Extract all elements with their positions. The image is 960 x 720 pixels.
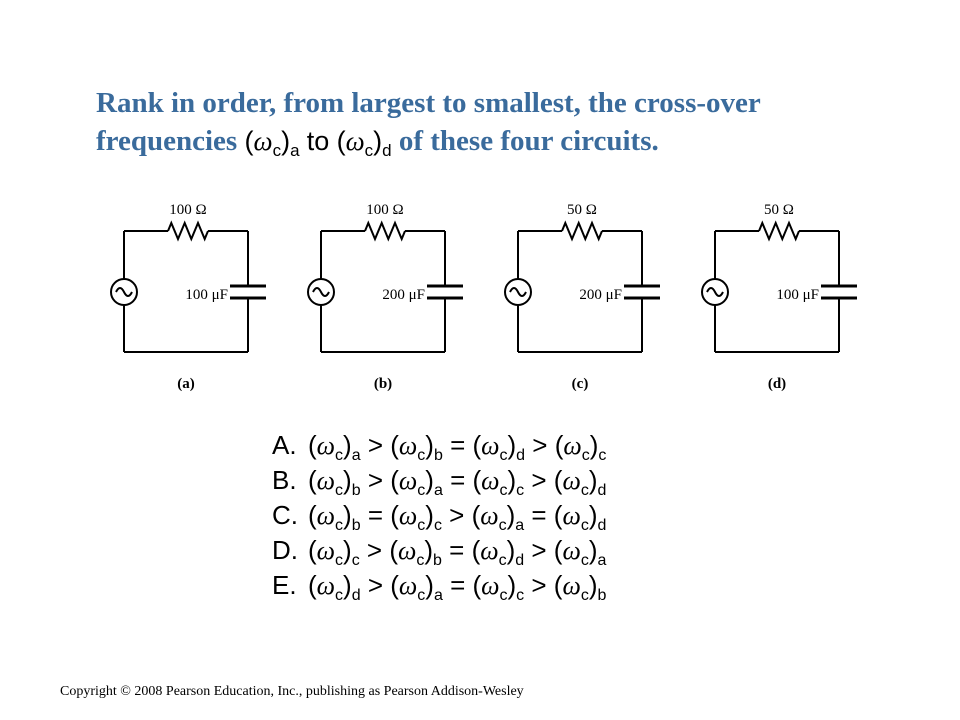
resistance-label: 100 Ω bbox=[366, 202, 403, 218]
circuit-c: 50 Ω 200 μF (c) bbox=[504, 202, 660, 392]
choice-expression: (ωc)b = (ωc)c > (ωc)a = (ωc)d bbox=[308, 500, 607, 534]
choice-a[interactable]: A. (ωc)a > (ωc)b = (ωc)d > (ωc)c bbox=[272, 428, 702, 464]
circuit-label: (b) bbox=[374, 376, 392, 392]
capacitance-label: 100 μF bbox=[776, 287, 819, 303]
circuit-d: 50 Ω 100 μF (d) bbox=[701, 202, 857, 392]
question-ending: of these four circuits. bbox=[398, 125, 659, 157]
choice-letter: C. bbox=[272, 500, 298, 530]
question-to-word: to bbox=[306, 126, 330, 156]
choice-expression: (ωc)b > (ωc)a = (ωc)c > (ωc)d bbox=[308, 465, 607, 499]
capacitance-label: 200 μF bbox=[382, 287, 425, 303]
resistor-icon bbox=[167, 220, 209, 242]
resistor-icon bbox=[364, 220, 406, 242]
choice-expression: (ωc)a > (ωc)b = (ωc)d > (ωc)c bbox=[308, 430, 607, 464]
circuit-b: 100 Ω 200 μF (b) bbox=[307, 202, 463, 392]
ac-source-icon bbox=[504, 278, 532, 306]
capacitor-icon bbox=[624, 284, 660, 300]
resistance-label: 50 Ω bbox=[567, 202, 597, 218]
question-line-2: frequencies (ωc)a to (ωc)d of these four… bbox=[96, 122, 916, 160]
choice-letter: D. bbox=[272, 535, 298, 565]
capacitor-icon bbox=[821, 284, 857, 300]
choice-b[interactable]: B. (ωc)b > (ωc)a = (ωc)c > (ωc)d bbox=[272, 463, 702, 499]
question-frequencies-word: frequencies bbox=[96, 125, 238, 157]
omega-c-a-term: (ωc)a bbox=[244, 126, 300, 160]
capacitance-label: 200 μF bbox=[579, 287, 622, 303]
circuit-label: (a) bbox=[177, 376, 195, 392]
question-text: Rank in order, from largest to smallest,… bbox=[96, 84, 916, 160]
circuit-label: (c) bbox=[572, 376, 589, 392]
resistor-icon bbox=[758, 220, 800, 242]
capacitor-icon bbox=[230, 284, 266, 300]
resistance-label: 50 Ω bbox=[764, 202, 794, 218]
choice-letter: A. bbox=[272, 430, 297, 460]
choice-expression: (ωc)d > (ωc)a = (ωc)c > (ωc)b bbox=[308, 570, 607, 604]
circuit-label: (d) bbox=[768, 376, 786, 392]
question-line-1: Rank in order, from largest to smallest,… bbox=[96, 87, 761, 119]
circuit-a: 100 Ω 100 μF (a) bbox=[110, 202, 266, 392]
resistor-icon bbox=[561, 220, 603, 242]
choice-e[interactable]: E. (ωc)d > (ωc)a = (ωc)c > (ωc)b bbox=[272, 568, 702, 604]
omega-c-d-term: (ωc)d bbox=[336, 126, 392, 160]
ac-source-icon bbox=[307, 278, 335, 306]
copyright-notice: Copyright © 2008 Pearson Education, Inc.… bbox=[60, 684, 524, 699]
capacitance-label: 100 μF bbox=[185, 287, 228, 303]
choice-letter: B. bbox=[272, 465, 297, 495]
choice-letter: E. bbox=[272, 570, 297, 600]
ac-source-icon bbox=[701, 278, 729, 306]
choice-d[interactable]: D. (ωc)c > (ωc)b = (ωc)d > (ωc)a bbox=[272, 533, 702, 569]
capacitor-icon bbox=[427, 284, 463, 300]
ac-source-icon bbox=[110, 278, 138, 306]
choice-expression: (ωc)c > (ωc)b = (ωc)d > (ωc)a bbox=[308, 535, 607, 569]
resistance-label: 100 Ω bbox=[169, 202, 206, 218]
choice-c[interactable]: C. (ωc)b = (ωc)c > (ωc)a = (ωc)d bbox=[272, 498, 702, 534]
